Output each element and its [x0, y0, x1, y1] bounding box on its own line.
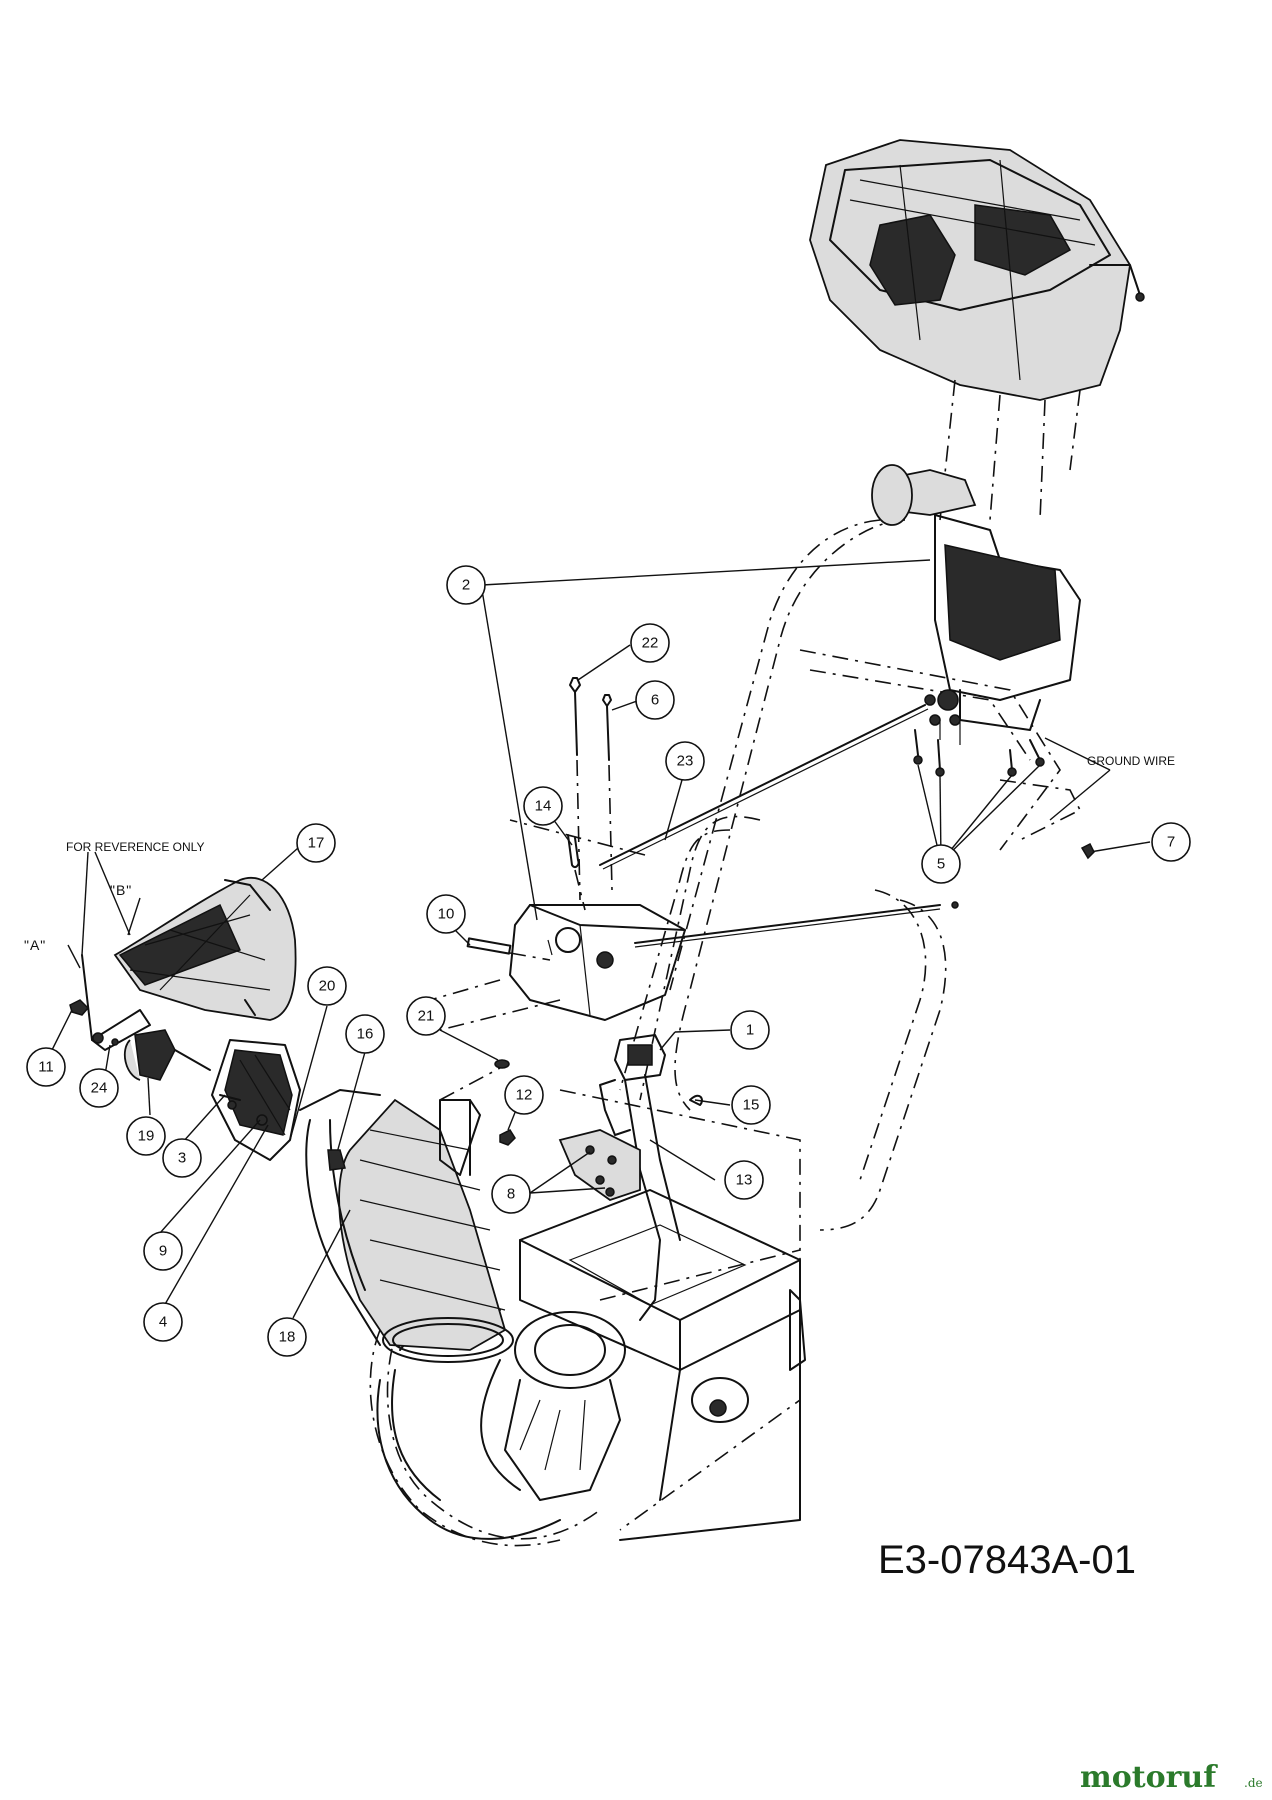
drawing-code: E3-07843A-01 [878, 1538, 1136, 1582]
callout-8: 8 [491, 1174, 531, 1214]
label-b: "B" [110, 882, 132, 898]
ground-wire-label: GROUND WIRE [1087, 754, 1175, 768]
callout-24: 24 [79, 1068, 119, 1108]
svg-text:23: 23 [677, 753, 694, 770]
leader-lines [51, 559, 1151, 1319]
callout-10: 10 [426, 894, 466, 934]
crank-rod [634, 901, 959, 948]
svg-text:14: 14 [535, 798, 552, 815]
callout-23: 23 [665, 741, 705, 781]
svg-text:7: 7 [1167, 834, 1175, 851]
chute-bezel [211, 1039, 301, 1161]
svg-text:17: 17 [308, 835, 325, 852]
svg-text:20: 20 [319, 978, 336, 995]
svg-text:4: 4 [159, 1314, 167, 1331]
callout-5: 5 [921, 844, 961, 884]
svg-text:19: 19 [138, 1128, 155, 1145]
chute-crank-housing [509, 904, 686, 1021]
watermark-tld: .de [1244, 1776, 1263, 1790]
washer-and-nut [439, 1059, 516, 1146]
callout-6: 6 [635, 680, 675, 720]
shift-rod [599, 704, 929, 870]
svg-text:11: 11 [38, 1059, 54, 1076]
svg-text:21: 21 [418, 1008, 435, 1025]
callout-4: 4 [143, 1302, 183, 1342]
callout-1: 1 [730, 1010, 770, 1050]
discharge-chute [299, 1089, 514, 1363]
callout-19: 19 [126, 1116, 166, 1156]
shift-lever-assembly [871, 464, 1081, 777]
callout-9: 9 [143, 1231, 183, 1271]
svg-text:12: 12 [516, 1087, 533, 1104]
callout-16: 16 [345, 1014, 385, 1054]
deflector-pivot [69, 954, 211, 1081]
svg-text:2: 2 [462, 577, 470, 594]
callout-14: 14 [523, 786, 563, 826]
svg-text:9: 9 [159, 1243, 167, 1260]
svg-text:6: 6 [651, 692, 659, 709]
svg-text:16: 16 [357, 1026, 374, 1043]
svg-text:22: 22 [642, 635, 659, 652]
svg-text:15: 15 [743, 1097, 760, 1114]
callout-3: 3 [162, 1138, 202, 1178]
callout-11: 11 [26, 1047, 66, 1087]
callout-13: 13 [724, 1160, 764, 1200]
callout-12: 12 [504, 1075, 544, 1115]
svg-text:13: 13 [736, 1172, 753, 1189]
hairpin-clip [567, 834, 586, 911]
clevis-pin [466, 937, 551, 961]
svg-text:8: 8 [507, 1186, 515, 1203]
svg-text:18: 18 [279, 1329, 296, 1346]
label-a: "A" [24, 937, 46, 953]
dashboard-cover [809, 139, 1145, 401]
chute-bracket [558, 1034, 703, 1321]
svg-text:10: 10 [438, 906, 455, 923]
svg-text:3: 3 [178, 1150, 186, 1167]
callout-2: 2 [446, 565, 486, 605]
bolts [569, 677, 613, 901]
chute-deflector [113, 877, 297, 1021]
callout-15: 15 [731, 1085, 771, 1125]
callout-22: 22 [630, 623, 670, 663]
svg-text:5: 5 [937, 856, 945, 873]
callout-7: 7 [1151, 822, 1191, 862]
watermark-brand: motoruf [1080, 1760, 1218, 1795]
callout-17: 17 [296, 823, 336, 863]
callout-21: 21 [406, 996, 446, 1036]
callout-18: 18 [267, 1317, 307, 1357]
callout-20: 20 [307, 966, 347, 1006]
reference-note: FOR REVERENCE ONLY [66, 840, 204, 854]
svg-text:24: 24 [91, 1080, 108, 1097]
hidden-lines [369, 379, 1082, 1547]
watermark-logo: motoruf .de [1080, 1760, 1263, 1795]
svg-text:1: 1 [746, 1022, 754, 1039]
